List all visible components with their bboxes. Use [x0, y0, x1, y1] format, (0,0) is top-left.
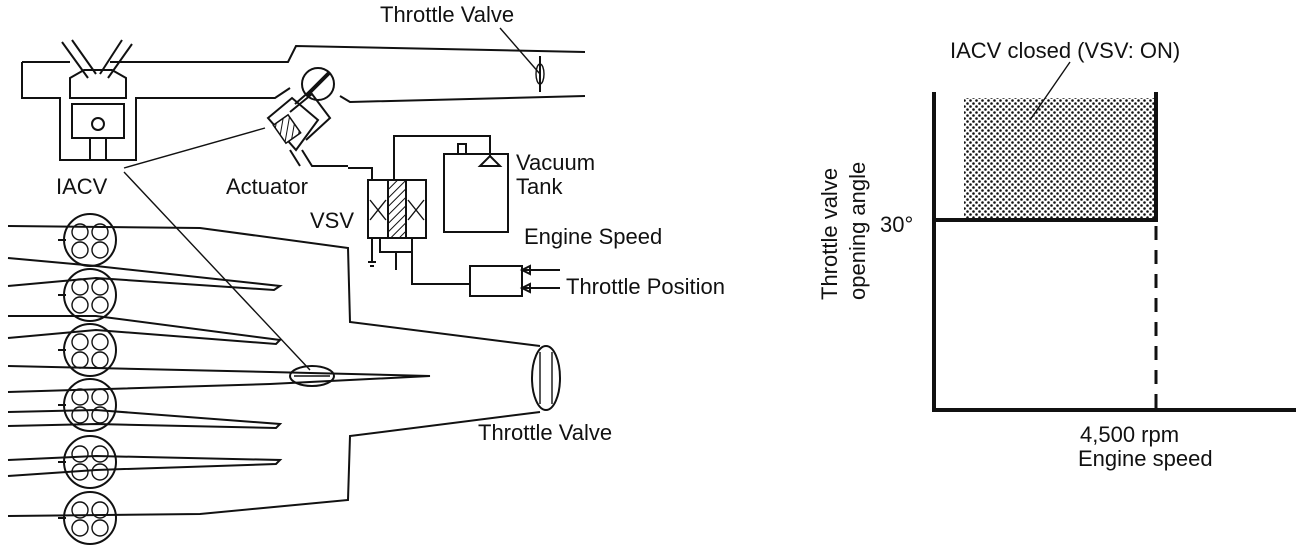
iacv-pointer-upper [123, 127, 266, 169]
iacv-closed-region [964, 98, 1156, 220]
ecu-box [469, 264, 560, 297]
intake-manifold [7, 225, 561, 517]
actuator-label: Actuator [226, 174, 308, 199]
vacuum-tank [443, 136, 509, 233]
vacuum-label: Vacuum [516, 150, 595, 175]
tank-label: Tank [516, 174, 563, 199]
graph-axes [932, 92, 1296, 412]
cylinder-1 [58, 213, 117, 267]
vsv-unit [348, 135, 491, 285]
region-label: IACV closed (VSV: ON) [950, 38, 1180, 63]
iacv-label: IACV [56, 174, 108, 199]
y-axis-label-line2: opening angle [845, 162, 870, 300]
x-axis-label: Engine speed [1078, 446, 1213, 471]
x-tick-4500: 4,500 rpm [1080, 422, 1179, 447]
throttle-valve-bottom-label: Throttle Valve [478, 420, 612, 445]
cylinder-5 [58, 435, 117, 489]
vsv-label: VSV [310, 208, 354, 233]
cylinder-4 [58, 378, 117, 432]
boundary-line [934, 92, 1158, 222]
region-pointer [1029, 61, 1071, 121]
engine-cross-section [21, 39, 150, 161]
actuator-body [266, 92, 348, 167]
iacv-pointer-lower [123, 171, 311, 371]
y-axis-label-line1: Throttle valve [817, 168, 842, 300]
operation-graph: IACV closed (VSV: ON) 30° 4,500 rpm Engi… [817, 38, 1296, 471]
cylinder-6 [58, 491, 117, 545]
cylinder-2 [58, 268, 117, 322]
engine-speed-input-label: Engine Speed [524, 224, 662, 249]
intake-runner-upper [150, 27, 586, 104]
throttle-position-input-label: Throttle Position [566, 274, 725, 299]
throttle-valve-top-label: Throttle Valve [380, 2, 514, 27]
y-tick-30: 30° [880, 212, 913, 237]
cylinder-3 [58, 323, 117, 377]
iacv-valve [294, 67, 335, 105]
